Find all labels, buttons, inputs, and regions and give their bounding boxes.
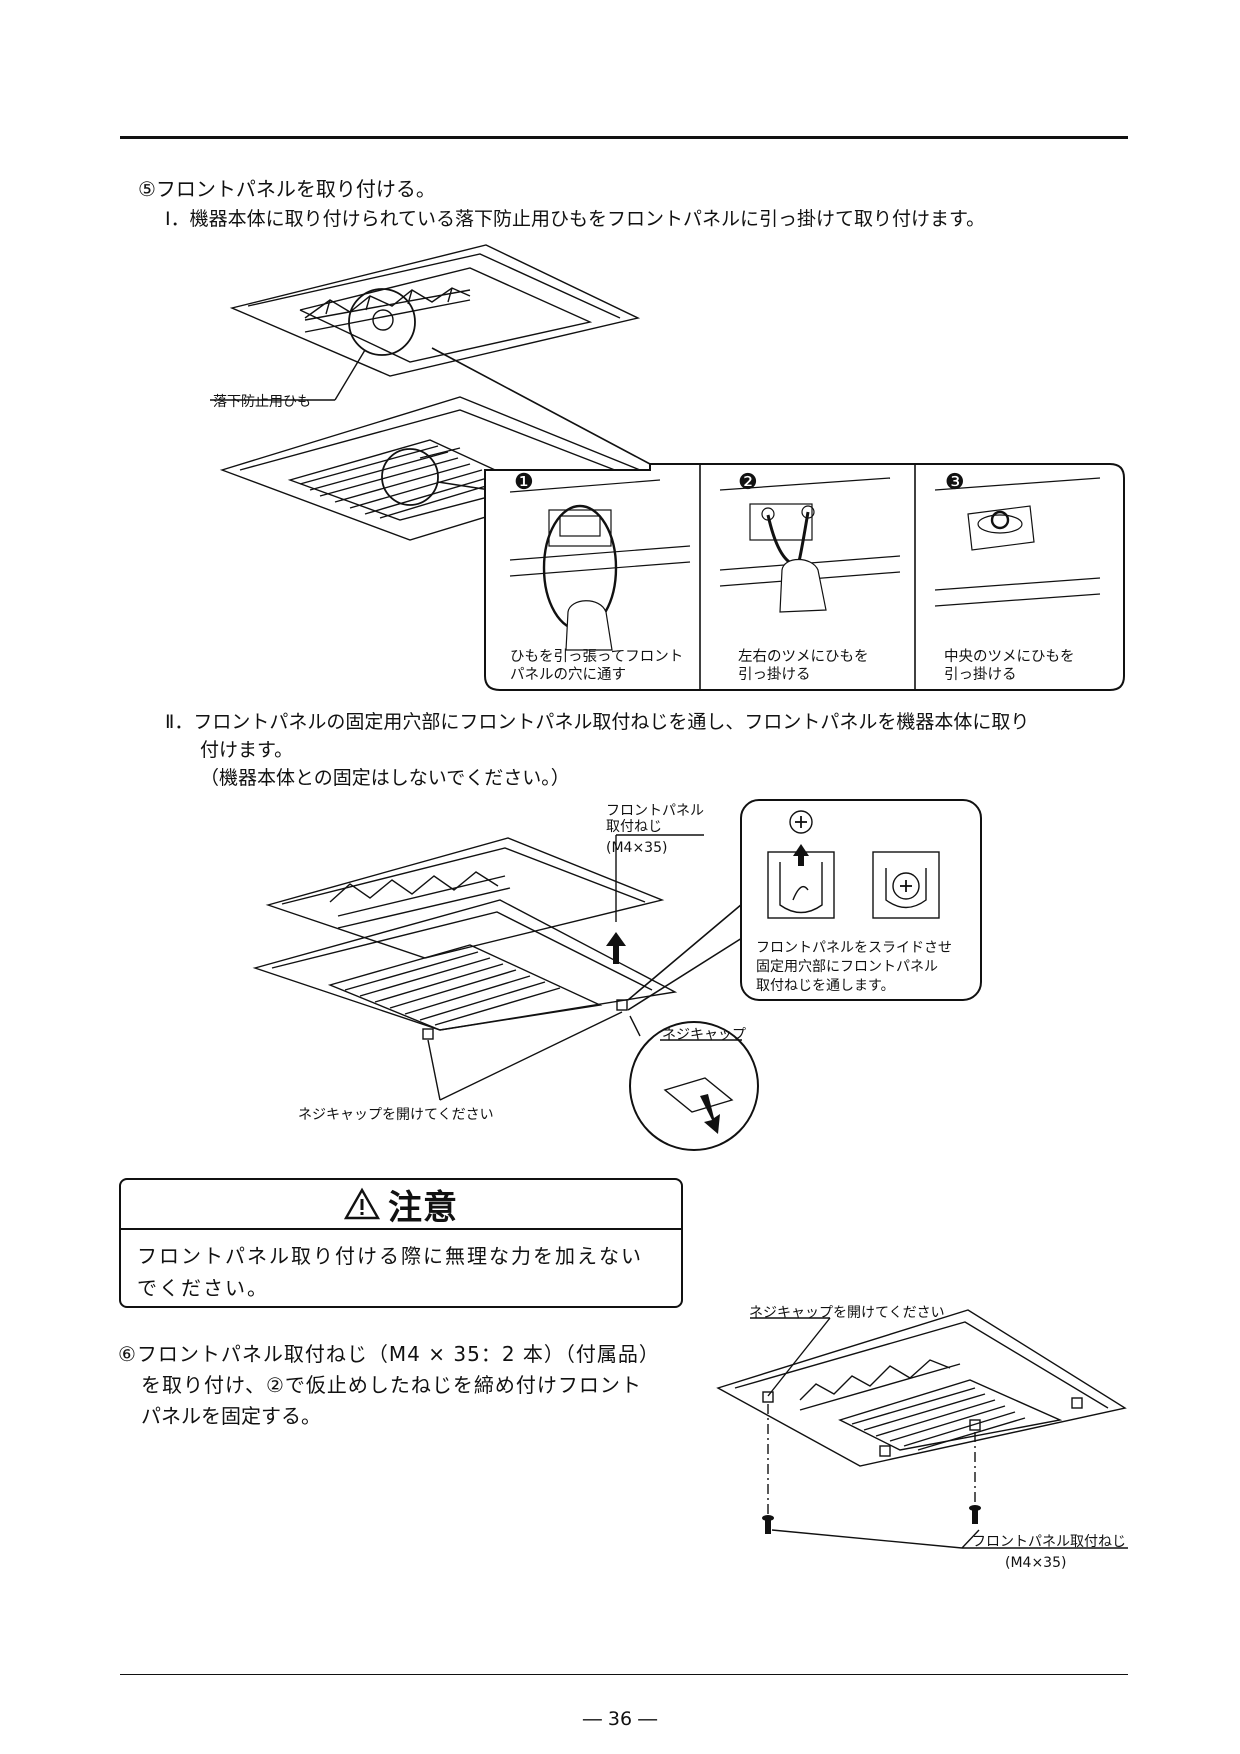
step5-sub2-line2: 付けます。 [200, 739, 294, 761]
slide-caption-line3: 取付ねじを通します。 [756, 978, 895, 994]
panel1-caption: ひもを引っ張ってフロント パネルの穴に通す [510, 648, 683, 684]
open-cap-label: ネジキャップを開けてください [298, 1107, 494, 1123]
caution-body: フロントパネル取り付ける際に無理な力を加えない でください。 [121, 1230, 681, 1314]
slide-caption-line1: フロントパネルをスライドさせ [756, 940, 952, 956]
panel3-num: ❸ [945, 470, 965, 495]
step6-open-cap-label: ネジキャップを開けてください [749, 1305, 945, 1321]
panel2-caption: 左右のツメにひもを 引っ掛ける [738, 648, 869, 684]
screw-label-line3: (M4×35) [606, 840, 668, 856]
step6-screw-label: フロントパネル取付ねじ [972, 1534, 1126, 1550]
step5-sub2-line3: （機器本体との固定はしないでください。） [200, 767, 570, 789]
warning-icon [343, 1187, 381, 1220]
page-number: ― 36 ― [582, 1708, 658, 1730]
screw-cap-label: ネジキャップ [662, 1027, 746, 1043]
panel3-caption-line1: 中央のツメにひもを [944, 649, 1075, 665]
panel1-num: ❶ [514, 470, 534, 495]
fall-cord-label: 落下防止用ひも [213, 394, 311, 410]
caution-box: 注意 フロントパネル取り付ける際に無理な力を加えない でください。 [119, 1178, 683, 1308]
panel2-num: ❷ [738, 470, 758, 495]
header-rule [120, 136, 1128, 139]
caution-line2: でください。 [137, 1276, 269, 1300]
step6-line1: ⑥フロントパネル取付ねじ（M4 × 35：2 本）（付属品） [118, 1342, 660, 1366]
panel2-caption-line1: 左右のツメにひもを [738, 649, 869, 665]
step6-screw-spec: (M4×35) [1005, 1555, 1067, 1571]
screw-label-line2: 取付ねじ [606, 819, 662, 835]
step5-sub1: Ⅰ．機器本体に取り付けられている落下防止用ひもをフロントパネルに引っ掛けて取り付… [165, 208, 986, 230]
step6-line3: パネルを固定する。 [141, 1404, 321, 1428]
step5-title: ⑤フロントパネルを取り付ける。 [138, 177, 436, 201]
panel3-caption-line2: 引っ掛ける [944, 667, 1017, 683]
screw-label-line1: フロントパネル [606, 803, 704, 819]
panel1-caption-line2: パネルの穴に通す [510, 667, 626, 683]
slide-caption-line2: 固定用穴部にフロントパネル [756, 959, 938, 975]
panel1-caption-line1: ひもを引っ張ってフロント [510, 649, 684, 665]
caution-title: 注意 [388, 1187, 458, 1228]
step6-line2: を取り付け、②で仮止めしたねじを締め付けフロント [141, 1373, 642, 1397]
panel3-caption: 中央のツメにひもを 引っ掛ける [944, 648, 1075, 684]
caution-line1: フロントパネル取り付ける際に無理な力を加えない [137, 1244, 643, 1268]
panel2-caption-line2: 引っ掛ける [738, 667, 811, 683]
step5-sub2-line1: Ⅱ．フロントパネルの固定用穴部にフロントパネル取付ねじを通し、フロントパネルを機… [165, 711, 1030, 733]
footer-rule [120, 1674, 1128, 1675]
caution-header: 注意 [121, 1180, 681, 1230]
